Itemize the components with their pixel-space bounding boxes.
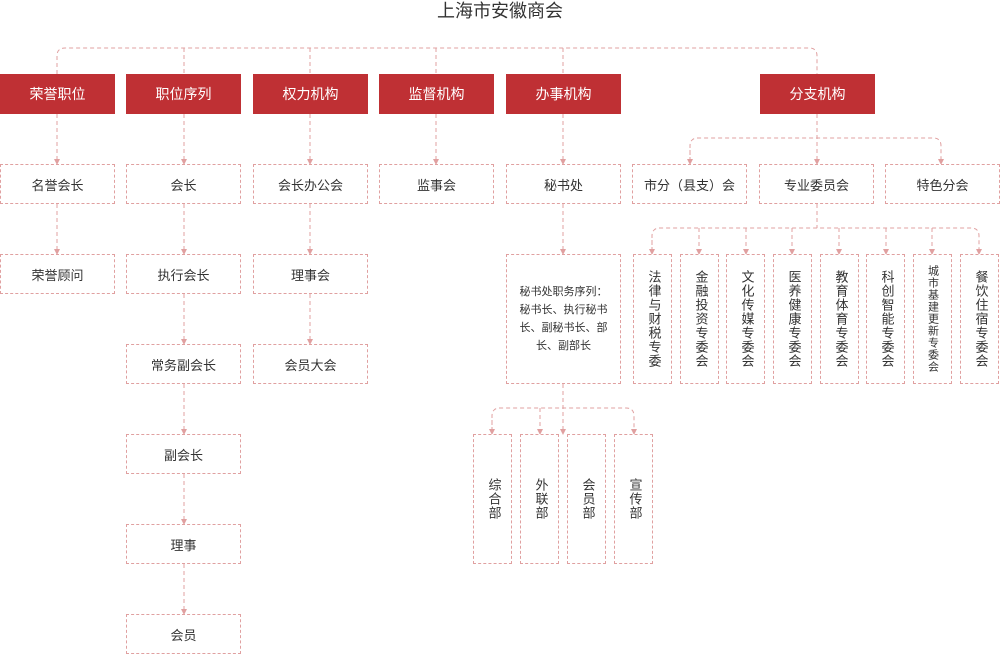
node-committee-urban-renewal: 城市基建更新专委会 — [913, 254, 952, 384]
node-director: 理事 — [126, 524, 241, 564]
node-dept-membership: 会员部 — [567, 434, 606, 564]
node-secretariat: 秘书处 — [506, 164, 621, 204]
node-dept-external: 外联部 — [520, 434, 559, 564]
node-secretariat-ranks: 秘书处职务序列：秘书长、执行秘书长、副秘书长、部长、副部长 — [506, 254, 621, 384]
header-supervise: 监督机构 — [379, 74, 494, 114]
node-council: 理事会 — [253, 254, 368, 294]
node-president-office-meeting: 会长办公会 — [253, 164, 368, 204]
node-committee-culture-media: 文化传媒专委会 — [726, 254, 765, 384]
header-power: 权力机构 — [253, 74, 368, 114]
node-dept-publicity: 宣传部 — [614, 434, 653, 564]
node-committee-education-sports: 教育体育专委会 — [820, 254, 859, 384]
node-committee-catering: 餐饮住宿专委会 — [960, 254, 999, 384]
node-member: 会员 — [126, 614, 241, 654]
node-vice-president: 副会长 — [126, 434, 241, 474]
node-committee-finance: 金融投资专委会 — [680, 254, 719, 384]
node-president: 会长 — [126, 164, 241, 204]
node-committee-health: 医养健康专委会 — [773, 254, 812, 384]
header-rank: 职位序列 — [126, 74, 241, 114]
diagram-title: 上海市安徽商会 — [437, 1, 563, 22]
node-executive-president: 执行会长 — [126, 254, 241, 294]
node-honorary-president: 名誉会长 — [0, 164, 115, 204]
header-office: 办事机构 — [506, 74, 621, 114]
node-standing-vice-president: 常务副会长 — [126, 344, 241, 384]
node-general-assembly: 会员大会 — [253, 344, 368, 384]
header-honor: 荣誉职位 — [0, 74, 115, 114]
node-committee-tech: 科创智能专委会 — [866, 254, 905, 384]
header-branch: 分支机构 — [760, 74, 875, 114]
node-honorary-advisor: 荣誉顾问 — [0, 254, 115, 294]
node-special-committee: 专业委员会 — [759, 164, 874, 204]
node-committee-law-tax: 法律与财税专委 — [633, 254, 672, 384]
node-dept-general: 综合部 — [473, 434, 512, 564]
node-city-branch: 市分（县支）会 — [632, 164, 747, 204]
node-featured-branch: 特色分会 — [885, 164, 1000, 204]
node-board-of-supervisors: 监事会 — [379, 164, 494, 204]
